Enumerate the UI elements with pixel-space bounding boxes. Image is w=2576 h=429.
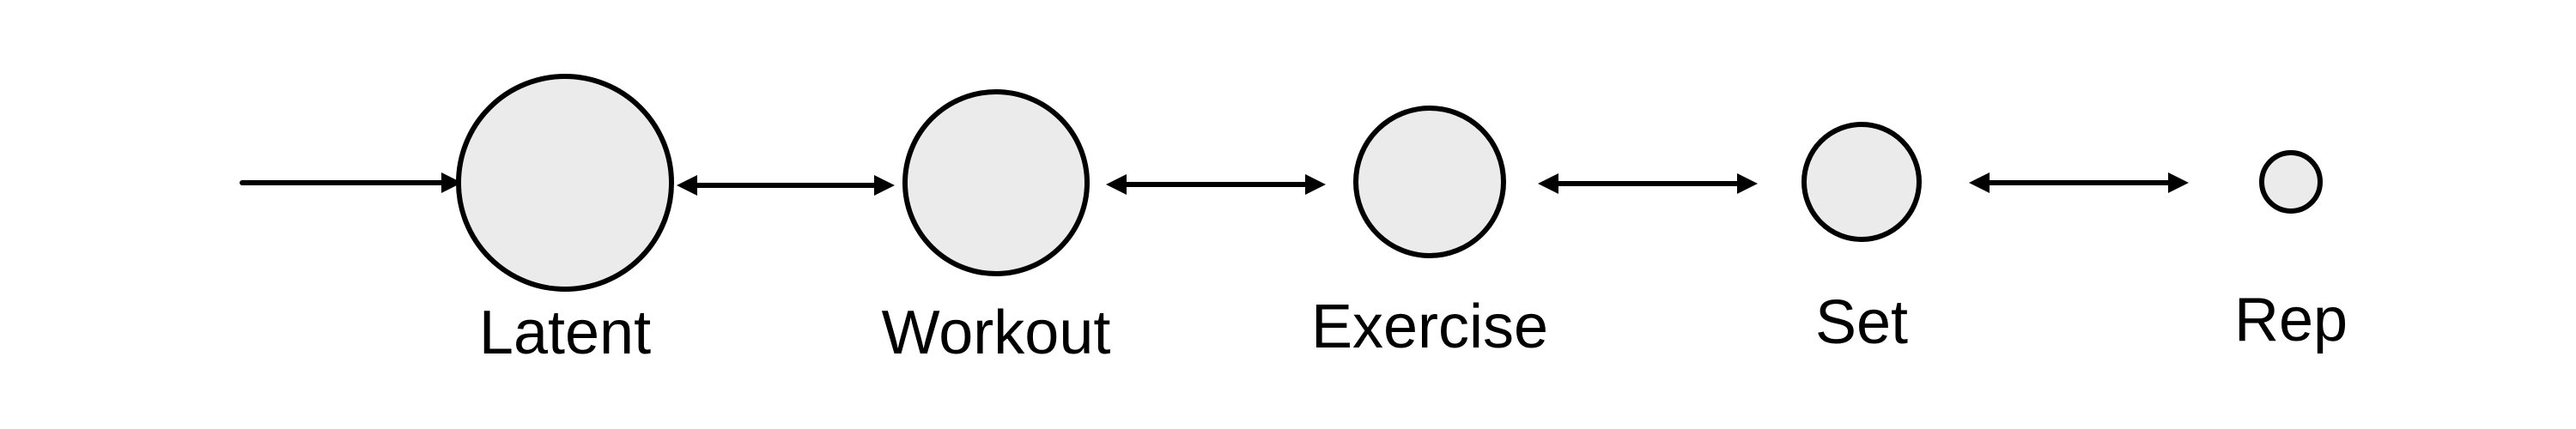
node-exercise-label: Exercise xyxy=(1311,293,1548,361)
node-workout-label: Workout xyxy=(882,299,1111,367)
node-rep-circle xyxy=(2259,150,2323,214)
edge-latent-workout xyxy=(677,175,895,196)
node-latent-circle xyxy=(456,74,674,292)
edge-set-rep xyxy=(1969,172,2189,193)
node-latent-label: Latent xyxy=(479,299,651,367)
node-set: Set xyxy=(1801,122,1922,357)
node-exercise: Exercise xyxy=(1311,106,1548,361)
edge-workout-exercise xyxy=(1106,174,1326,195)
node-workout: Workout xyxy=(882,89,1111,367)
node-workout-circle xyxy=(902,89,1090,276)
node-rep-label: Rep xyxy=(2234,286,2348,354)
node-latent: Latent xyxy=(456,74,674,367)
edge-exercise-set xyxy=(1538,173,1758,194)
node-exercise-circle xyxy=(1353,106,1506,258)
edge-input-to-latent xyxy=(240,172,462,193)
node-rep: Rep xyxy=(2234,150,2348,354)
node-set-circle xyxy=(1801,122,1922,242)
node-set-label: Set xyxy=(1815,288,1908,357)
